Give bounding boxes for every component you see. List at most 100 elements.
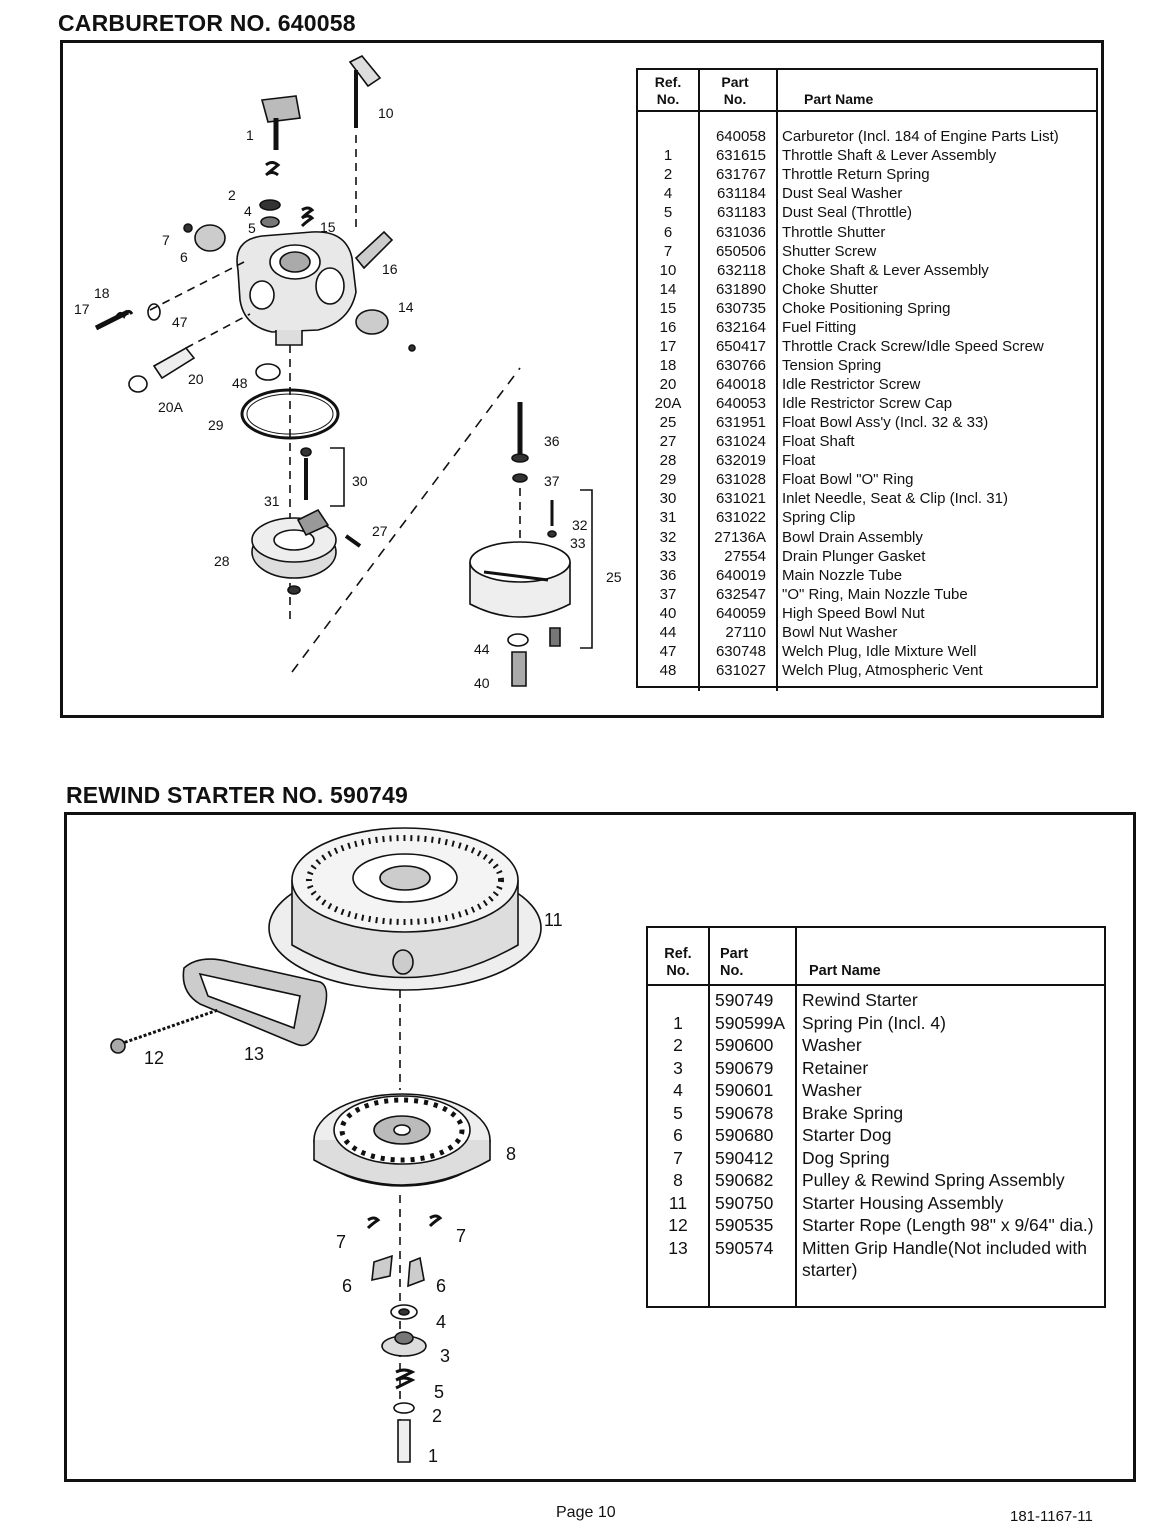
part-no-cell: 590682 bbox=[709, 1169, 797, 1192]
part-name-cell: "O" Ring, Main Nozzle Tube bbox=[782, 585, 968, 603]
callout-12: 12 bbox=[144, 1048, 164, 1068]
part-name-cell: Throttle Return Spring bbox=[782, 166, 930, 184]
ref-no-cell: 5 bbox=[648, 1101, 710, 1124]
ref-no-cell: 44 bbox=[638, 623, 700, 643]
callout-20a: 20A bbox=[158, 399, 184, 415]
part-no-cell: 631767 bbox=[699, 166, 778, 186]
part-no-header: Part No. bbox=[699, 70, 778, 112]
ref-no-cell: 17 bbox=[638, 337, 700, 357]
ref-no-cell: 12 bbox=[648, 1214, 710, 1237]
part-name-cell: Welch Plug, Atmospheric Vent bbox=[782, 661, 983, 679]
part-no-cell: 631184 bbox=[699, 185, 778, 205]
callout-7-right: 7 bbox=[456, 1226, 466, 1246]
part-name-cell: Idle Restrictor Screw bbox=[782, 376, 921, 394]
part-no-cell: 632164 bbox=[699, 318, 778, 338]
part-name-cell: Starter Rope (Length 98" x 9/64" dia.) bbox=[802, 1215, 1094, 1235]
ref-no-cell: 16 bbox=[638, 318, 700, 338]
callout-33: 33 bbox=[570, 535, 586, 551]
part-name-cell: Tension Spring bbox=[782, 356, 882, 374]
part-name-cell: Choke Shutter bbox=[782, 280, 878, 298]
part-name-cell: Dust Seal Washer bbox=[782, 185, 903, 203]
ref-no-cell: 32 bbox=[638, 528, 700, 548]
callout-1: 1 bbox=[428, 1446, 438, 1466]
callout-6-left: 6 bbox=[342, 1276, 352, 1296]
part-name-cell: Idle Restrictor Screw Cap bbox=[782, 395, 953, 413]
ref-no-cell: 25 bbox=[638, 414, 700, 434]
ref-no-cell: 1 bbox=[638, 147, 700, 167]
part-name-cell: Float Bowl "O" Ring bbox=[782, 471, 914, 489]
callout-4: 4 bbox=[244, 203, 252, 219]
ref-no-header: Ref. No. bbox=[638, 70, 700, 112]
callout-20: 20 bbox=[188, 371, 204, 387]
part-no-cell: 631027 bbox=[699, 661, 778, 681]
ref-no-cell: 8 bbox=[648, 1169, 710, 1192]
part-name-cell: Bowl Nut Washer bbox=[782, 623, 898, 641]
part-no-cell: 590678 bbox=[709, 1101, 797, 1124]
callout-25: 25 bbox=[606, 569, 622, 585]
ref-no-cell: 31 bbox=[638, 509, 700, 529]
part-name-cell: Throttle Crack Screw/Idle Speed Screw bbox=[782, 337, 1044, 355]
part-name-cell: Spring Clip bbox=[782, 509, 856, 527]
part-no-cell: 632547 bbox=[699, 585, 778, 605]
ref-no-cell: 36 bbox=[638, 566, 700, 586]
ref-no-cell: 7 bbox=[638, 242, 700, 262]
table-header: Ref. No. Part No. Part Name bbox=[638, 70, 1096, 112]
starter-title: REWIND STARTER NO. 590749 bbox=[66, 782, 408, 808]
part-no-cell: 631024 bbox=[699, 433, 778, 453]
part-name-cell: Bowl Drain Assembly bbox=[782, 528, 923, 546]
starter-frame bbox=[64, 812, 1136, 1482]
ref-no-cell: 27 bbox=[638, 433, 700, 453]
callout-28: 28 bbox=[214, 553, 230, 569]
starter-diagram: 1 2 3 4 5 6 6 7 7 8 11 12 13 bbox=[110, 827, 563, 1466]
ref-no-cell: 14 bbox=[638, 280, 700, 300]
part-name-cell: Rewind Starter bbox=[802, 990, 918, 1010]
ref-no-cell: 10 bbox=[638, 261, 700, 281]
ref-no-cell: 20 bbox=[638, 375, 700, 396]
part-no-cell: 631036 bbox=[699, 223, 778, 243]
callout-6: 6 bbox=[180, 249, 188, 265]
callout-37: 37 bbox=[544, 473, 560, 489]
table-header: Ref. No. Part No. Part Name bbox=[648, 928, 1104, 986]
ref-no-cell: 48 bbox=[638, 661, 700, 681]
part-no-cell: 640018 bbox=[699, 375, 778, 396]
callout-27: 27 bbox=[372, 523, 388, 539]
ref-no-cell bbox=[648, 985, 710, 1012]
part-name-header: Part Name bbox=[796, 928, 1104, 986]
callout-5: 5 bbox=[248, 220, 256, 236]
part-name-cell: Choke Shaft & Lever Assembly bbox=[782, 261, 989, 279]
part-no-header: Part No. bbox=[709, 928, 797, 986]
part-no-cell: 650506 bbox=[699, 242, 778, 262]
ref-no-cell: 37 bbox=[638, 585, 700, 605]
part-no-cell: 590535 bbox=[709, 1214, 797, 1237]
callout-40: 40 bbox=[474, 675, 490, 691]
part-name-cell: Choke Positioning Spring bbox=[782, 299, 951, 317]
part-no-cell: 27554 bbox=[699, 547, 778, 567]
ref-no-cell: 2 bbox=[638, 166, 700, 186]
ref-no-cell bbox=[638, 111, 700, 148]
callout-2: 2 bbox=[432, 1406, 442, 1426]
part-name-cell: Pulley & Rewind Spring Assembly bbox=[802, 1170, 1065, 1190]
part-no-cell: 631890 bbox=[699, 280, 778, 300]
ref-no-cell: 6 bbox=[648, 1124, 710, 1147]
ref-no-cell: 30 bbox=[638, 490, 700, 510]
part-no-cell: 631183 bbox=[699, 204, 778, 224]
ref-no-cell: 20A bbox=[638, 395, 700, 415]
part-no-cell: 590599A bbox=[709, 1011, 797, 1034]
